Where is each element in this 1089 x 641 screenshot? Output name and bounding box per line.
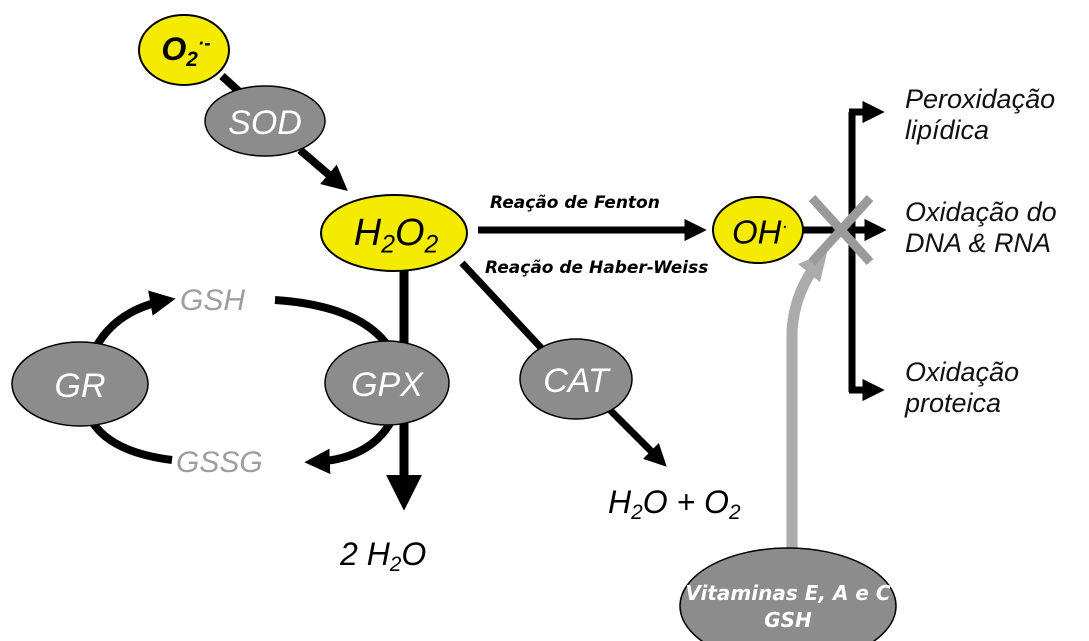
fenton-reaction-label: Reação de Fenton [490, 193, 660, 213]
inhibition-cross-b [808, 194, 874, 266]
sod-enzyme [204, 85, 326, 157]
antioxidants-node [679, 547, 897, 641]
cat-label: CAT [543, 362, 609, 400]
oh-label: OH· [731, 213, 789, 251]
lipid-peroxidation-label: Peroxidação lipídica [905, 84, 1056, 145]
sod-label: SOD [228, 104, 302, 142]
h2o2-label: H2O2 [353, 211, 439, 259]
arrow-cat-to-products [607, 407, 667, 467]
line-h2o2-to-cat [459, 260, 548, 355]
gssg-label: GSSG [176, 446, 263, 479]
gpx-enzyme [324, 340, 450, 426]
arrow-antioxidants-to-oh [786, 251, 828, 560]
superoxide-label: O2·- [161, 30, 211, 72]
h2o2-node [320, 194, 468, 272]
cat-enzyme [519, 338, 633, 420]
gr-label: GR [54, 367, 106, 405]
arrow-sod-to-h2o2 [297, 146, 348, 191]
dna-oxidation-label: Oxidação do DNA & RNA [905, 197, 1057, 258]
gr-enzyme [11, 341, 149, 427]
gpx-label: GPX [351, 366, 423, 404]
superoxide-node [138, 14, 230, 86]
gsh-label: GSH [180, 284, 246, 317]
oh-node [712, 196, 804, 264]
protein-oxidation-label: Oxidação proteica [905, 357, 1020, 418]
haber-weiss-reaction-label: Reação de Haber-Weiss [485, 258, 709, 278]
antioxidants-label: Vitaminas E, A e C GSH [685, 581, 891, 632]
water-oxygen-product-label: H2O + O2 [608, 484, 741, 525]
water-product-label: 2 H2O [340, 536, 427, 577]
arrow-gpx-to-gssg [304, 417, 396, 475]
